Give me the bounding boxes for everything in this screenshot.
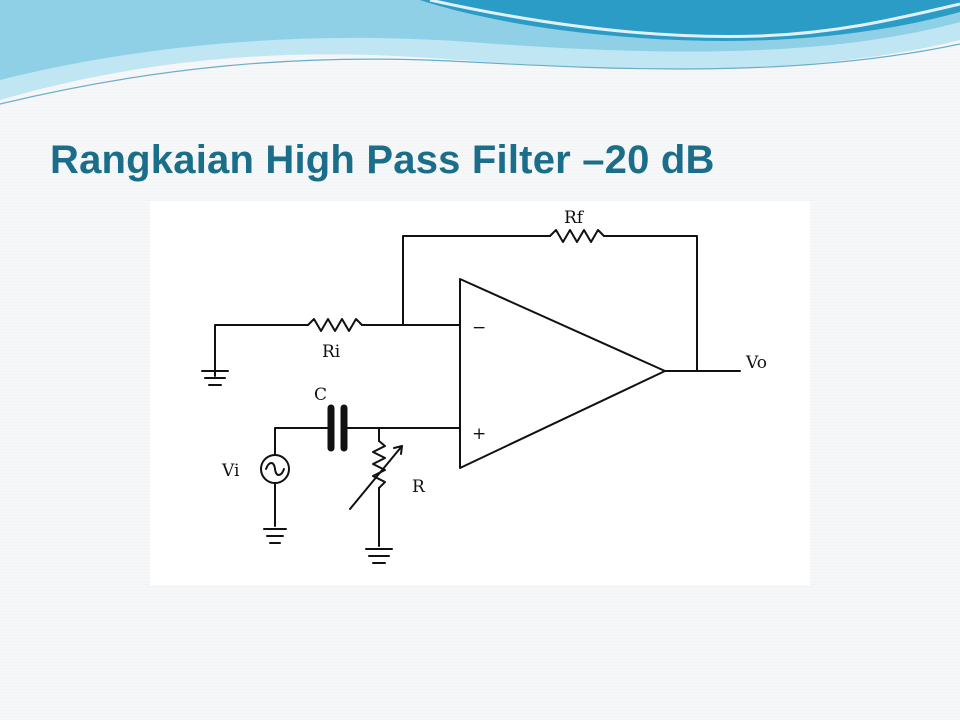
ri-resistor-symbol bbox=[307, 318, 363, 332]
r-variable-arrow bbox=[349, 445, 403, 510]
label-vo: Vo bbox=[745, 353, 767, 373]
slide-title: Rangkaian High Pass Filter –20 dB bbox=[50, 138, 715, 182]
rf-resistor-symbol bbox=[549, 229, 605, 243]
label-rf: Rf bbox=[564, 208, 585, 228]
label-ri: Ri bbox=[322, 342, 341, 362]
ac-source-wave bbox=[265, 462, 285, 476]
r-resistor-symbol bbox=[372, 440, 386, 489]
label-r: R bbox=[412, 477, 426, 497]
ri-ground-wire bbox=[214, 324, 309, 377]
opamp-triangle bbox=[459, 278, 666, 469]
opamp-noninverting-sign: + bbox=[472, 424, 486, 444]
ground-symbol-vi bbox=[263, 528, 287, 544]
r-variable-arrowhead bbox=[393, 445, 403, 455]
opamp-inverting-sign: − bbox=[472, 318, 486, 338]
label-vi: Vi bbox=[221, 461, 240, 481]
source-top-wire bbox=[274, 427, 326, 455]
label-c: C bbox=[314, 385, 327, 405]
feedback-wire-left bbox=[402, 235, 551, 326]
header-wave-decoration bbox=[0, 0, 960, 105]
circuit-diagram-panel: − + Rf Ri C Vi R Vo bbox=[150, 201, 810, 585]
wave-highlight bbox=[429, 0, 960, 38]
high-pass-filter-circuit: − + Rf Ri C Vi R Vo bbox=[201, 208, 767, 564]
ground-symbol-r bbox=[365, 548, 393, 564]
feedback-wire-right bbox=[603, 235, 698, 372]
wave-line-thin bbox=[0, 43, 960, 105]
ground-symbol-ri bbox=[201, 370, 229, 386]
